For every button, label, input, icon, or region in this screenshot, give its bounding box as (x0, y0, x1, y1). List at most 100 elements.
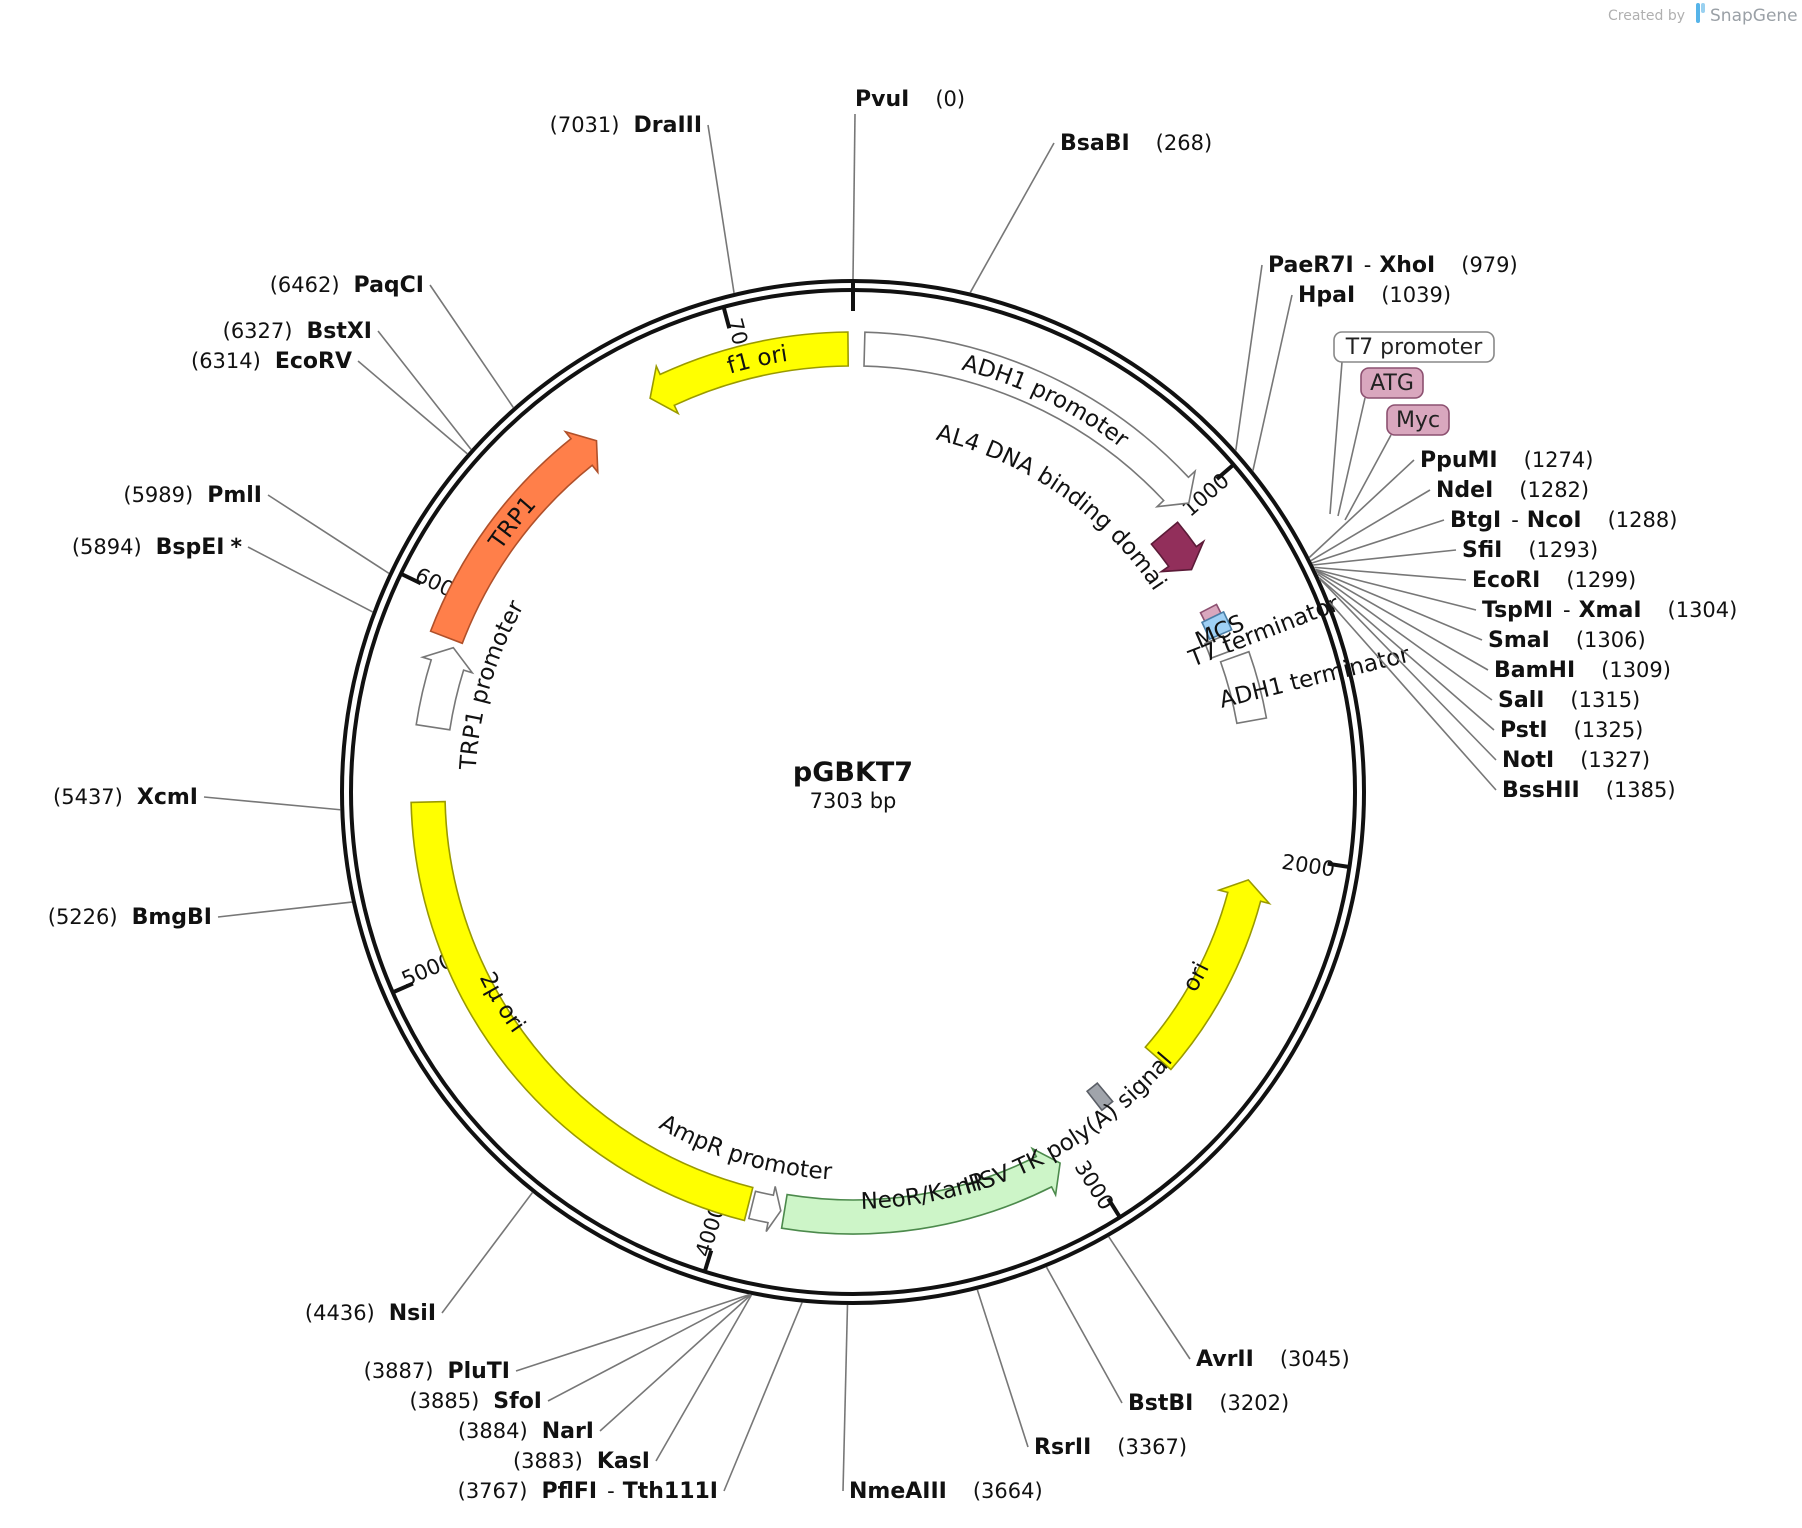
site-nsii[interactable]: (4436)NsiI (305, 1192, 534, 1326)
site-position: (1309) (1601, 658, 1671, 682)
badge-text: Myc (1396, 408, 1440, 433)
site-paqci[interactable]: (6462)PaqCI (270, 273, 515, 408)
site-enzyme-name: NsiI (389, 1301, 436, 1326)
site-ecori[interactable]: EcoRI(1299) (1314, 566, 1636, 593)
feature-t7-terminator[interactable] (1203, 634, 1231, 660)
features-layer: ADH1 promoterGAL4 DNA binding domainTRP1… (0, 0, 1413, 1235)
site-bmgbi[interactable]: (5226)BmgBI (48, 901, 353, 930)
feature-arc-adh1-promoter[interactable] (863, 331, 1197, 508)
site-ppumi[interactable]: PpuMI (1274) (1308, 448, 1594, 559)
site-rsrii[interactable]: RsrII(3367) (976, 1289, 1187, 1460)
feature-arc-ori[interactable] (1144, 878, 1272, 1071)
site-pflfi-tth111i[interactable]: (3767)PflFI-Tth111I (458, 1302, 803, 1504)
tick-label-2000: 2000 (1280, 850, 1336, 882)
site-sfii[interactable]: SfiI (1293) (1312, 538, 1598, 566)
site-xcmi[interactable]: (5437)XcmI (53, 785, 341, 811)
site-label: (6462)PaqCI (270, 273, 424, 298)
feature-arc-ampr-promoter[interactable] (747, 1186, 782, 1232)
site-leader (1312, 549, 1457, 566)
site-enzyme-name: BamHI (1494, 658, 1575, 683)
site-smai[interactable]: SmaI(1306) (1315, 569, 1646, 653)
feature-gal4-dbd[interactable] (1150, 521, 1206, 573)
site-nmeaiii[interactable]: NmeAIII(3664) (842, 1304, 1043, 1504)
site-label: (6314)EcoRV (191, 349, 352, 374)
feature-neor[interactable] (780, 1146, 1061, 1235)
site-bsshii[interactable]: BssHII(1385) (1328, 601, 1676, 803)
site-sali[interactable]: SalI(1315) (1316, 573, 1640, 713)
site-pluti[interactable]: (3887)PluTI (364, 1293, 751, 1384)
site-sfoi[interactable]: (3885)SfoI (409, 1293, 752, 1414)
site-leader (1314, 568, 1477, 611)
myc-badge[interactable]: Myc (1344, 404, 1450, 521)
credit-brand: SnapGene (1710, 6, 1798, 26)
site-ecorv[interactable]: (6314)EcoRV (191, 349, 468, 455)
site-nari[interactable]: (3884) NarI (458, 1294, 752, 1444)
feature-hsv-polya[interactable] (1085, 1081, 1114, 1112)
site-pvui[interactable]: PvuI(0) (852, 87, 965, 280)
site-enzyme-name: NotI (1502, 748, 1554, 773)
site-bspei[interactable]: (5894)BspEI* (72, 535, 373, 613)
credit-prefix: Created by (1608, 8, 1685, 24)
site-bstxi[interactable]: (6327)BstXI (223, 319, 472, 450)
site-leader (429, 284, 515, 408)
feature-arc-trp1-promoter[interactable] (415, 646, 475, 731)
snapgene-credit[interactable]: Created by SnapGene (1608, 3, 1798, 26)
feature-arc-trp1[interactable] (429, 430, 599, 645)
t7-promoter-badge[interactable]: T7 promoter (1329, 331, 1495, 515)
site-enzyme-name: SfoI (493, 1389, 542, 1414)
site-position: (1274) (1524, 448, 1594, 472)
site-leader (547, 1293, 752, 1402)
feature-arc-t7-terminator[interactable] (1203, 634, 1231, 660)
site-noti[interactable]: NotI(1327) (1318, 578, 1650, 773)
site-position: (3884) (458, 1419, 528, 1443)
site-kasi[interactable]: (3883)KasI (513, 1294, 753, 1474)
site-label: (5226)BmgBI (48, 905, 212, 930)
feature-arc-hsv-polya[interactable] (1085, 1081, 1114, 1112)
feature-arc-mcs[interactable] (1200, 610, 1233, 641)
feature-ori[interactable] (1144, 878, 1272, 1071)
site-position: (1293) (1528, 538, 1598, 562)
site-label: (3887)PluTI (364, 1359, 510, 1384)
site-btgi-ncoi[interactable]: BtgI-NcoI(1288) (1311, 508, 1677, 564)
site-position: (6314) (191, 349, 261, 373)
site-draiii[interactable]: (7031)DraIII (550, 113, 735, 294)
site-paer7i-xhoi[interactable]: PaeR7I-XhoI(979) (1234, 253, 1518, 451)
feature-adh1-terminator[interactable] (1219, 650, 1268, 725)
site-tspmi-xmai[interactable]: TspMI-XmaI(1304) (1314, 568, 1737, 623)
site-enzyme-name: SfiI (1462, 538, 1502, 563)
feature-adh1-promoter[interactable] (863, 331, 1197, 508)
feature-trp1[interactable] (429, 430, 599, 645)
feature-mcs[interactable] (1200, 610, 1233, 641)
site-hpai[interactable]: HpaI(1039) (1252, 283, 1451, 471)
site-position: (1325) (1574, 718, 1644, 742)
feature-arc-two-micron-ori[interactable] (410, 800, 754, 1222)
site-leader (515, 1293, 751, 1372)
site-enzyme-name: PpuMI (1420, 448, 1498, 473)
site-leader (599, 1294, 752, 1432)
site-pmli[interactable]: (5989)PmlI (123, 483, 390, 575)
site-ndei[interactable]: NdeI(1282) (1310, 478, 1589, 562)
site-leader (441, 1192, 534, 1314)
site-enzyme-name: NarI (542, 1419, 594, 1444)
site-bsabi[interactable]: BsaBI(268) (969, 131, 1212, 293)
site-position: (1306) (1576, 628, 1646, 652)
feature-ampr-promoter[interactable] (747, 1186, 782, 1232)
site-bamhi[interactable]: BamHI (1309) (1315, 570, 1671, 683)
site-enzyme-name: EcoRI (1472, 568, 1540, 593)
feature-trp1-promoter[interactable] (415, 646, 475, 731)
feature-arc-f1-ori[interactable] (649, 331, 850, 416)
feature-f1-ori[interactable] (649, 331, 850, 416)
feature-two-micron-ori[interactable] (410, 800, 754, 1222)
feature-arc-neor[interactable] (780, 1146, 1061, 1235)
site-bstbi[interactable]: BstBI(3202) (1045, 1266, 1289, 1416)
site-label: AvrII(3045) (1196, 1347, 1350, 1372)
site-leader (1318, 577, 1495, 731)
atg-badge[interactable]: ATG (1337, 367, 1424, 517)
feature-arc-gal4-dbd[interactable] (1150, 521, 1206, 573)
site-position: (3883) (513, 1449, 583, 1473)
site-leader (976, 1289, 1029, 1448)
site-position: (6462) (270, 273, 340, 297)
site-avrii[interactable]: AvrII(3045) (1108, 1236, 1350, 1372)
feature-arc-adh1-terminator[interactable] (1219, 650, 1268, 725)
site-psti[interactable]: PstI(1325) (1318, 577, 1644, 743)
